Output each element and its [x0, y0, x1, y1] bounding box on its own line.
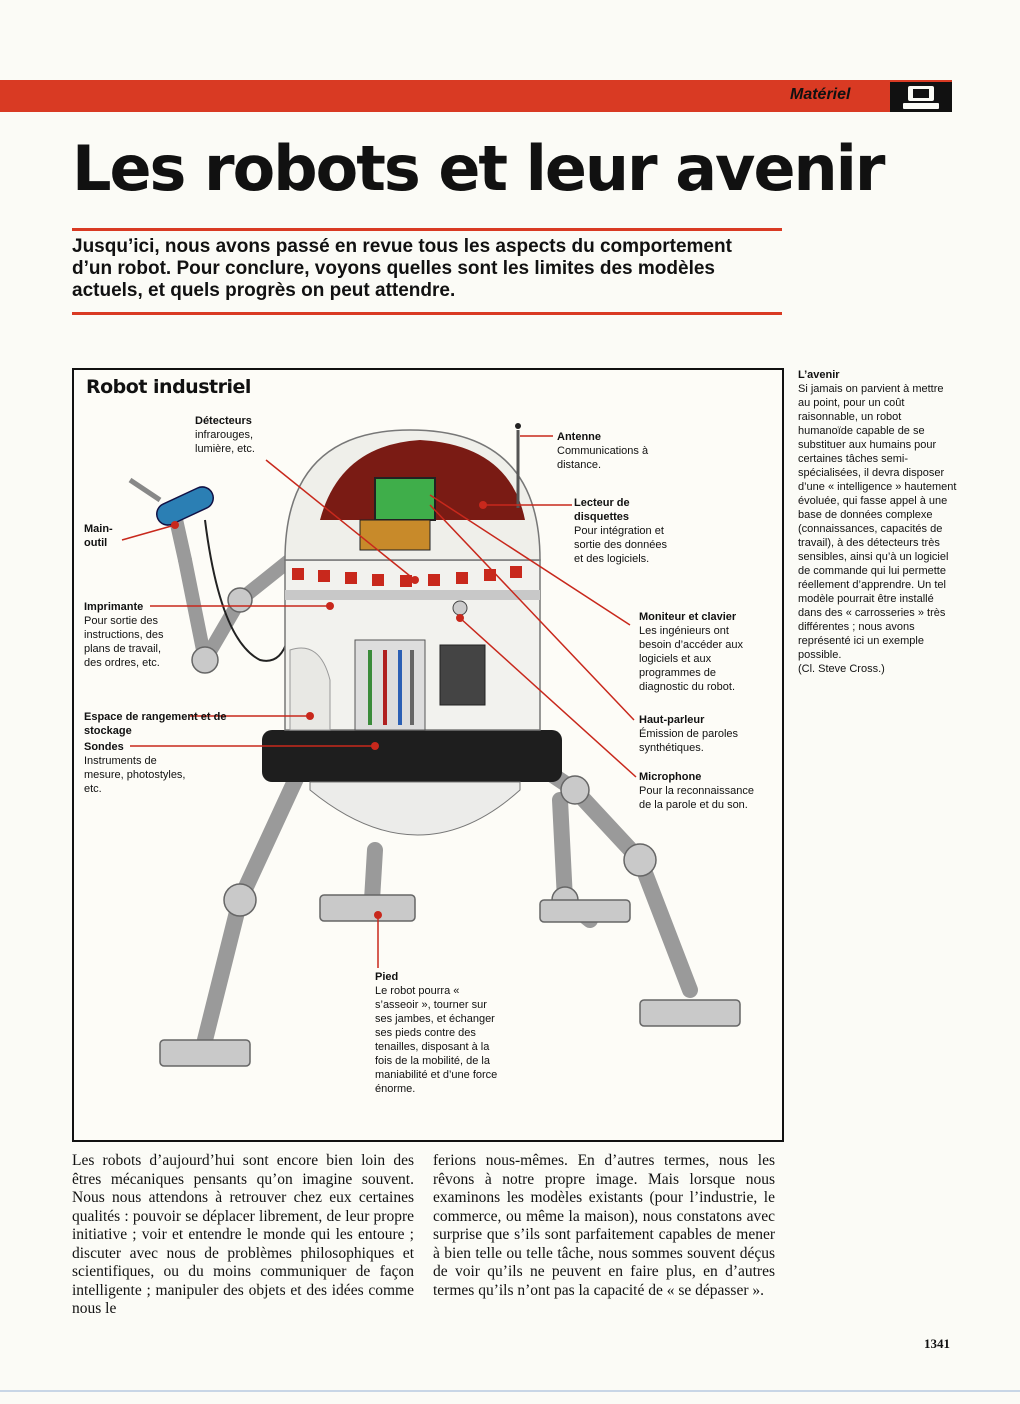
- label-sondes: Sondes Instruments de mesure, photostyle…: [84, 741, 186, 795]
- label-lecteur: Lecteur de disquettes Pour intégration e…: [574, 497, 667, 565]
- computer-icon: [890, 82, 952, 112]
- label-espace: Espace de rangement et de stockage: [84, 711, 227, 737]
- label-detecteurs: Détecteurs infrarouges, lumière, etc.: [195, 415, 255, 455]
- label-haut-parleur: Haut-parleur Émission de paroles synthét…: [639, 714, 739, 754]
- label-pied: Pied Le robot pourra « s’asseoir », tour…: [375, 971, 498, 1095]
- figure-caption: L’avenir Si jamais on parvient à mettre …: [798, 369, 957, 675]
- robot-illustration: [121, 423, 741, 1067]
- label-microphone: Microphone Pour la reconnaissance de la …: [639, 771, 754, 811]
- header-band: [0, 80, 952, 112]
- body-column-2: ferions nous-mêmes. En d’autres termes, …: [433, 1152, 775, 1299]
- label-imprimante: Imprimante Pour sortie des instructions,…: [84, 601, 164, 669]
- label-antenne: Antenne Communications à distance.: [557, 431, 649, 471]
- body-column-1: Les robots d’aujourd’hui sont encore bie…: [72, 1152, 414, 1317]
- page-title: Les robots et leur avenir: [72, 132, 885, 205]
- lead-bottom-rule: [72, 312, 782, 315]
- lead-paragraph: Jusqu’ici, nous avons passé en revue tou…: [72, 236, 732, 301]
- label-main-outil: Main-outil: [84, 523, 113, 549]
- caption-credit: (Cl. Steve Cross.): [798, 663, 885, 675]
- lead-top-rule: [72, 228, 782, 231]
- label-moniteur: Moniteur et clavier Les ingénieurs ont b…: [639, 611, 743, 693]
- section-label: Matériel: [790, 86, 851, 103]
- page-number: 1341: [924, 1336, 950, 1351]
- figure-title: Robot industriel: [86, 376, 251, 398]
- page-bottom-edge: [0, 1390, 1020, 1392]
